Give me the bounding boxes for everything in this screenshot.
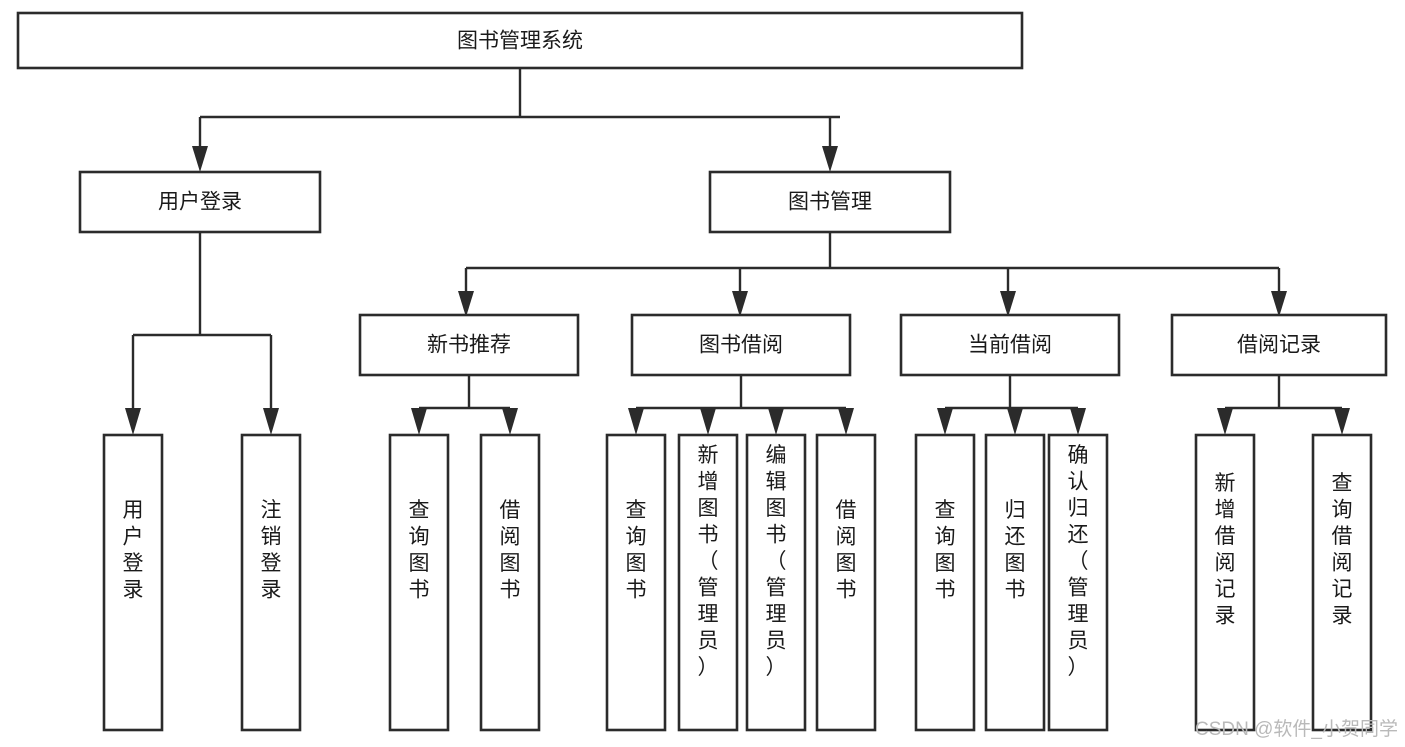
node-leaf-query-record[interactable]: 查询借阅记录 (1311, 433, 1373, 732)
node-leaf-query-record-label: 查询借阅记录 (1332, 472, 1353, 628)
arrow-head-icon (700, 408, 716, 435)
node-leaf-query-book-3[interactable]: 查询图书 (914, 433, 976, 732)
node-leaf-borrow-book-2-label: 借阅图书 (836, 499, 857, 602)
node-book-management[interactable]: 图书管理 (708, 170, 952, 234)
connector-bookborrow-to-leaves (628, 375, 854, 435)
node-new-book-recommend-label: 新书推荐 (427, 334, 511, 357)
node-leaf-logout-login[interactable]: 注销登录 (240, 433, 302, 732)
arrow-head-icon (502, 408, 518, 435)
arrow-head-icon (937, 408, 953, 435)
node-leaf-borrow-book-2[interactable]: 借阅图书 (815, 433, 877, 732)
node-leaf-return-book[interactable]: 归还图书 (984, 433, 1046, 732)
arrow-head-icon (458, 291, 474, 317)
node-leaf-borrow-book-1[interactable]: 借阅图书 (479, 433, 541, 732)
arrow-head-icon (628, 408, 644, 435)
arrow-head-icon (1217, 408, 1233, 435)
node-leaf-add-book-label: 新增图书（管理员） (698, 444, 719, 679)
watermark: CSDN @软件_小贺同学 (1195, 718, 1398, 740)
arrow-head-icon (1070, 408, 1086, 435)
node-new-book-recommend[interactable]: 新书推荐 (358, 313, 580, 377)
node-book-management-label: 图书管理 (788, 191, 872, 214)
connector-newbook-to-leaves (411, 375, 518, 435)
node-user-login-label: 用户登录 (158, 191, 242, 214)
arrow-head-icon (1271, 291, 1287, 317)
arrow-head-icon (822, 146, 838, 172)
node-leaf-query-book-3-label: 查询图书 (935, 499, 956, 602)
node-root-system[interactable]: 图书管理系统 (16, 11, 1024, 70)
connector-currentborrow-to-leaves (937, 375, 1086, 435)
node-leaf-confirm-return-label: 确认归还（管理员） (1068, 444, 1089, 679)
node-leaf-user-login-label: 用户登录 (123, 499, 144, 602)
connector-bookmgmt-to-level3 (458, 232, 1287, 317)
arrow-head-icon (192, 146, 208, 172)
node-user-login[interactable]: 用户登录 (78, 170, 322, 234)
node-leaf-add-record-label: 新增借阅记录 (1215, 472, 1236, 628)
arrow-head-icon (1000, 291, 1016, 317)
connector-root-to-level2 (192, 68, 840, 172)
node-current-borrow-label: 当前借阅 (968, 334, 1052, 357)
arrow-head-icon (125, 408, 141, 435)
arrow-head-icon (838, 408, 854, 435)
node-leaf-borrow-book-1-label: 借阅图书 (500, 499, 521, 602)
arrow-head-icon (411, 408, 427, 435)
node-leaf-query-book-1[interactable]: 查询图书 (388, 433, 450, 732)
node-borrow-record-label: 借阅记录 (1237, 334, 1321, 357)
node-leaf-user-login[interactable]: 用户登录 (102, 433, 164, 732)
node-leaf-return-book-label: 归还图书 (1005, 499, 1026, 602)
arrow-head-icon (1007, 408, 1023, 435)
node-leaf-edit-book-label: 编辑图书（管理员） (766, 444, 787, 679)
connector-borrowrecord-to-leaves (1217, 375, 1350, 435)
arrow-head-icon (768, 408, 784, 435)
node-leaf-query-book-2-label: 查询图书 (626, 499, 647, 602)
connector-userlogin-to-leaves (125, 232, 279, 435)
node-borrow-record[interactable]: 借阅记录 (1170, 313, 1388, 377)
node-book-borrow[interactable]: 图书借阅 (630, 313, 852, 377)
node-root-label: 图书管理系统 (457, 30, 583, 53)
node-current-borrow[interactable]: 当前借阅 (899, 313, 1121, 377)
node-leaf-add-book[interactable]: 新增图书（管理员） (677, 433, 739, 732)
node-leaf-add-record[interactable]: 新增借阅记录 (1194, 433, 1256, 732)
node-leaf-edit-book[interactable]: 编辑图书（管理员） (745, 433, 807, 732)
arrow-head-icon (1334, 408, 1350, 435)
arrow-head-icon (263, 408, 279, 435)
arrow-head-icon (732, 291, 748, 317)
node-leaf-logout-login-label: 注销登录 (261, 499, 282, 602)
node-book-borrow-label: 图书借阅 (699, 334, 783, 357)
node-leaf-query-book-1-label: 查询图书 (409, 499, 430, 602)
node-leaf-confirm-return[interactable]: 确认归还（管理员） (1047, 433, 1109, 732)
node-leaf-query-book-2[interactable]: 查询图书 (605, 433, 667, 732)
